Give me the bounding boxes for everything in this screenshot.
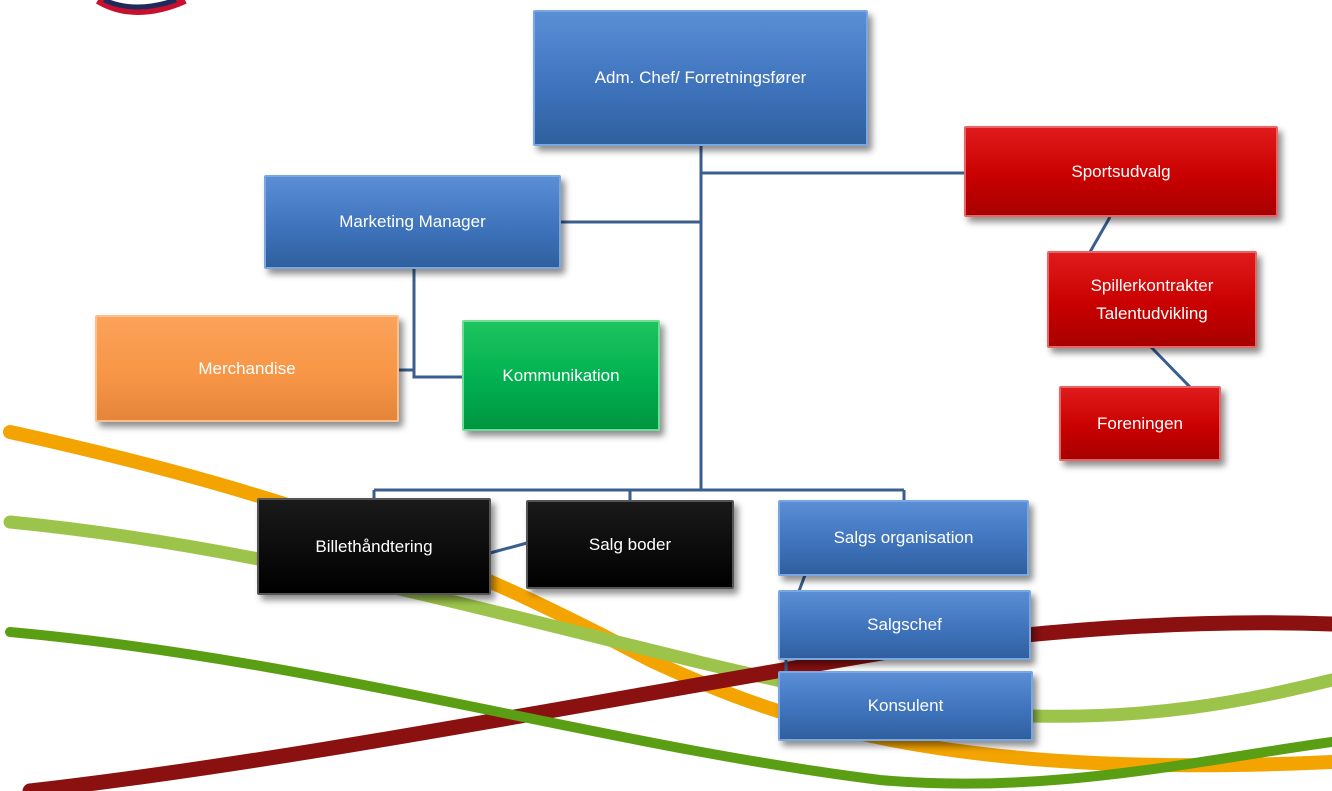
node-sportsudvalg[interactable]: Sportsudvalg (964, 126, 1278, 217)
node-konsulent-label: Konsulent (867, 696, 944, 716)
connector-billet-salgboder (489, 541, 528, 555)
connector-spiller-forening (1148, 344, 1192, 389)
node-merchandise[interactable]: Merchandise (95, 315, 399, 422)
connector-marketing-children (412, 268, 463, 379)
node-salgschef[interactable]: Salgschef (778, 590, 1031, 660)
logo-arc (95, 0, 187, 15)
node-billethaandtering[interactable]: Billethåndtering (257, 498, 491, 595)
connector-sports-spiller (1088, 216, 1112, 253)
node-salgs-organisation[interactable]: Salgs organisation (778, 500, 1029, 576)
logo-arc-dark (102, 0, 177, 10)
node-marketing-manager-label: Marketing Manager (339, 212, 486, 232)
dark-green-wave (5, 627, 1332, 789)
node-sportsudvalg-label: Sportsudvalg (1071, 161, 1171, 181)
node-salg-boder[interactable]: Salg boder (526, 500, 734, 589)
node-konsulent[interactable]: Konsulent (778, 671, 1033, 741)
node-kommunikation-label: Kommunikation (502, 365, 620, 385)
node-spillerkontrakter-talentudvikling[interactable]: Spillerkontrakter Talentudvikling (1047, 251, 1257, 348)
node-salgs-organisation-label: Salgs organisation (833, 528, 974, 548)
node-merchandise-label: Merchandise (198, 358, 296, 378)
node-adm-chef[interactable]: Adm. Chef/ Forretningsfører (533, 10, 868, 146)
node-billethaandtering-label: Billethåndtering (315, 536, 433, 556)
node-kommunikation[interactable]: Kommunikation (462, 320, 660, 431)
node-spillerkontrakter-label: Spillerkontrakter (1090, 276, 1214, 296)
node-salg-boder-label: Salg boder (588, 534, 672, 554)
node-marketing-manager[interactable]: Marketing Manager (264, 175, 561, 269)
node-adm-chef-label: Adm. Chef/ Forretningsfører (594, 68, 807, 88)
node-salgschef-label: Salgschef (867, 615, 942, 635)
node-foreningen[interactable]: Foreningen (1059, 386, 1221, 461)
node-foreningen-label: Foreningen (1096, 413, 1183, 433)
node-talentudvikling-label: Talentudvikling (1096, 303, 1208, 323)
dark-red-wave (22, 615, 1332, 791)
